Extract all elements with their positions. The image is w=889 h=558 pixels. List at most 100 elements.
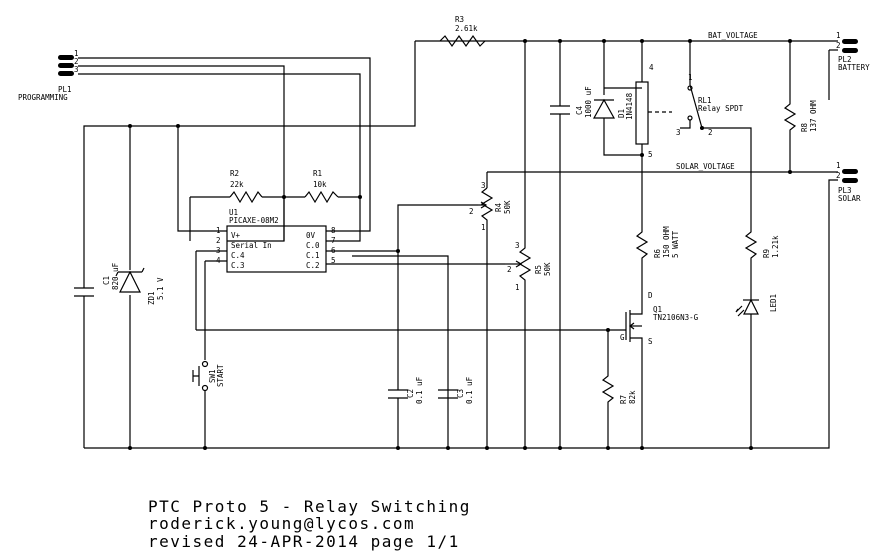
u1-pin-4: 4 (216, 256, 221, 265)
r6-resistor: R6 150 OHM 5 WATT (635, 225, 680, 262)
pl1-pin-2: 2 (74, 57, 79, 66)
u1-label-c3: C.3 (231, 261, 245, 270)
u1-pin-6: 6 (331, 246, 336, 255)
c2-ref: C2 (406, 389, 415, 398)
u1-label-c2: C.2 (306, 261, 320, 270)
u1-picaxe: U1 PICAXE-08M2 1 2 3 4 V+ Serial In C.4 … (216, 208, 352, 273)
sw1-name: START (216, 364, 225, 387)
c1-ref: C1 (102, 276, 111, 285)
r3-resistor: R3 2.61k (439, 15, 486, 48)
pl2-pin-1: 1 (836, 31, 841, 40)
pl1-pin-3: 3 (74, 65, 79, 74)
r4-pin-1: 1 (481, 223, 486, 232)
q1-pin-s: S (648, 337, 653, 346)
r8-resistor: R8 137 OHM (783, 100, 818, 132)
zd1-ref: ZD1 (147, 291, 156, 305)
c3-capacitor: C3 0.1 uF (438, 376, 474, 404)
led1-led: LED1 (735, 290, 778, 320)
c4-value: 1000 uF (584, 86, 593, 118)
pl3-pin-1: 1 (836, 161, 841, 170)
r1-ref: R1 (313, 169, 322, 178)
r5-value: 50K (543, 262, 552, 276)
r6-ref: R6 (653, 248, 662, 258)
u1-pin-7: 7 (331, 236, 336, 245)
rl1-pin-4: 4 (649, 63, 654, 72)
pl2-name: BATTERY (838, 63, 870, 72)
u1-label-vplus: V+ (231, 231, 241, 240)
u1-label-serial-in: Serial In (231, 241, 272, 250)
r3-value: 2.61k (455, 24, 478, 33)
r6-value1: 150 OHM (662, 226, 671, 258)
r5-ref: R5 (534, 265, 543, 274)
u1-label-c4: C.4 (231, 251, 245, 260)
c1-value: 820 uF (111, 262, 120, 290)
net-label-bat-voltage: BAT_VOLTAGE (708, 31, 758, 40)
rl1-relay: 1 2 3 4 5 RL1 Relay SPDT (635, 63, 744, 159)
rl1-pin-3: 3 (676, 128, 681, 137)
d1-ref: D1 (617, 109, 626, 118)
r8-value: 137 OHM (809, 100, 818, 132)
u1-pin-2: 2 (216, 236, 221, 245)
r9-resistor: R9 1.21k (744, 225, 780, 262)
u1-label-0v: 0V (306, 231, 316, 240)
sw1-ref: SW1 (208, 369, 217, 383)
c4-ref: C4 (575, 105, 584, 115)
pl1-pin-1: 1 (74, 49, 79, 58)
r9-value: 1.21k (771, 235, 780, 258)
r7-value: 82k (628, 390, 637, 404)
q1-mosfet: D G S Q1 TN2106N3-G (620, 291, 699, 346)
r5-pin-2: 2 (507, 265, 512, 274)
r2-value: 22k (230, 180, 244, 189)
title-line-3: revised 24-APR-2014 page 1/1 (148, 532, 460, 551)
r2-resistor: R2 22k (229, 169, 263, 204)
rl1-pin-1: 1 (688, 73, 693, 82)
pl3-connector: 1 2 PL3 SOLAR (836, 161, 861, 203)
r8-ref: R8 (800, 122, 809, 132)
r4-pin-2: 2 (469, 207, 474, 216)
r4-pin-3: 3 (481, 181, 486, 190)
pl1-ref: PL1 (58, 85, 72, 94)
r3-ref: R3 (455, 15, 464, 24)
c2-value: 0.1 uF (415, 376, 424, 404)
c1-capacitor: C1 820 uF (74, 262, 120, 300)
pl1-connector: 1 2 3 PL1 PROGRAMMING (18, 49, 79, 102)
c3-ref: C3 (456, 389, 465, 398)
q1-pin-g: G (620, 333, 625, 342)
u1-pin-1: 1 (216, 226, 221, 235)
r9-ref: R9 (762, 249, 771, 258)
r5-potentiometer: 3 2 1 R5 50K (505, 240, 552, 292)
pl2-connector: 1 2 PL2 BATTERY (836, 31, 870, 72)
pl3-name: SOLAR (838, 194, 861, 203)
pl2-ref: PL2 (838, 55, 852, 64)
zd1-zener: ZD1 5.1 V (115, 267, 165, 305)
d1-value: 1N4148 (625, 92, 634, 120)
title-line-1: PTC Proto 5 - Relay Switching (148, 497, 471, 516)
pl2-pin-2: 2 (836, 41, 841, 50)
u1-label-c0: C.0 (306, 241, 320, 250)
rl1-pin-2: 2 (708, 128, 713, 137)
net-label-solar-voltage: SOLAR_VOLTAGE (676, 162, 735, 171)
wires (78, 40, 838, 449)
pl3-pin-2: 2 (836, 171, 841, 180)
r5-pin-1: 1 (515, 283, 520, 292)
r4-value: 50K (503, 200, 512, 214)
q1-ref: Q1 (653, 305, 662, 314)
r4-ref: R4 (494, 202, 503, 212)
u1-pin-5: 5 (331, 256, 336, 265)
r6-value2: 5 WATT (671, 230, 680, 258)
u1-pin-8: 8 (331, 226, 336, 235)
rl1-ref: RL1 (698, 96, 712, 105)
sw1-switch: SW1 START (192, 360, 225, 392)
r5-pin-3: 3 (515, 241, 520, 250)
q1-part: TN2106N3-G (653, 313, 699, 322)
r1-resistor: R1 10k (304, 169, 339, 204)
q1-pin-d: D (648, 291, 653, 300)
c4-capacitor: C4 1000 uF (550, 86, 593, 120)
zd1-value: 5.1 V (156, 277, 165, 300)
u1-part: PICAXE-08M2 (229, 216, 279, 225)
r7-ref: R7 (619, 395, 628, 404)
u1-ref: U1 (229, 208, 238, 217)
r4-potentiometer: 3 2 1 R4 50K (469, 181, 512, 232)
rl1-name: Relay SPDT (698, 104, 744, 113)
